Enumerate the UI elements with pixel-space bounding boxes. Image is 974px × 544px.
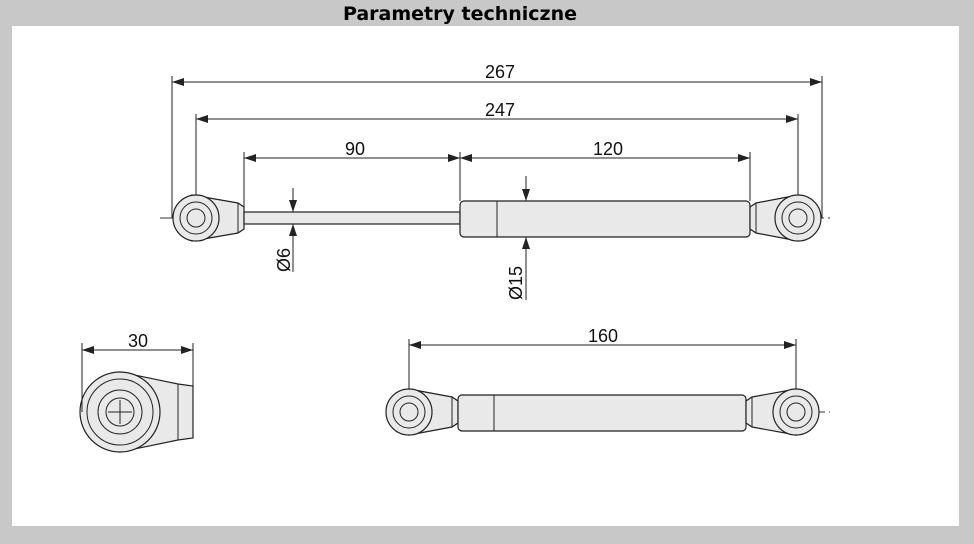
cylinder-diameter-indicator: Ø15 (506, 176, 530, 300)
left-eyelet (172, 194, 245, 242)
page-title: Parametry techniczne (342, 3, 578, 25)
end-fitting-detail: 30 (79, 331, 194, 453)
cylinder (459, 200, 751, 238)
right-eyelet (749, 194, 822, 242)
right-eyelet-compressed (745, 388, 820, 436)
dim-center-to-center: 247 (485, 100, 515, 120)
left-eyelet-compressed (385, 388, 459, 436)
dim-cylinder-diameter: Ø15 (506, 266, 526, 300)
compressed-spring-view: 160 (385, 326, 830, 436)
dim-rod-diameter: Ø6 (274, 248, 294, 272)
dim-stroke: 90 (345, 139, 365, 159)
dim-compressed-length: 160 (588, 326, 618, 346)
cylinder-compressed (457, 394, 747, 432)
dim-end-fitting-width: 30 (128, 331, 148, 351)
dim-cylinder-length: 120 (593, 139, 623, 159)
rod-diameter-indicator: Ø6 (274, 188, 297, 272)
extended-spring-view: 267 247 90 120 Ø6 Ø15 (160, 62, 830, 300)
piston-rod (243, 211, 461, 225)
drawing-panel (12, 26, 959, 526)
dim-overall-length: 267 (485, 62, 515, 82)
